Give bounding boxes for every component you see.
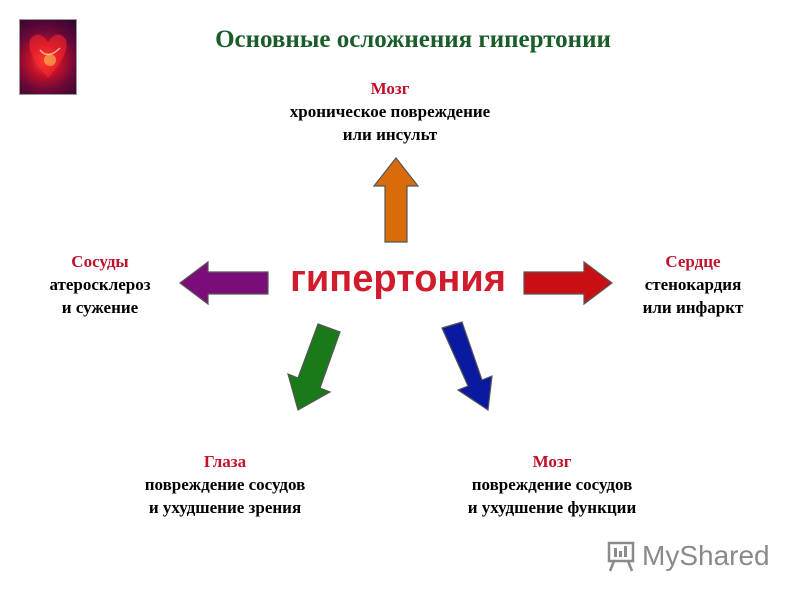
node-top-line2: или инсульт [342, 125, 438, 144]
arrow-right [522, 260, 614, 306]
presentation-board-icon [607, 541, 635, 572]
watermark-text: MyShared [642, 540, 770, 571]
node-bottom-left-line2: и ухудшение зрения [148, 498, 302, 517]
node-top-line1: хроническое повреждение [289, 102, 491, 121]
node-bottom-left: Глаза повреждение сосудов и ухудшение зр… [110, 450, 340, 519]
node-left-heading: Сосуды [71, 252, 129, 271]
node-bottom-right-heading: Мозг [532, 452, 572, 471]
node-top: Мозг хроническое повреждение или инсульт [250, 77, 530, 146]
heart-icon [19, 19, 77, 95]
node-left-line1: атеросклероз [49, 275, 151, 294]
node-right-line2: или инфаркт [642, 298, 744, 317]
node-right: Сердце стенокардия или инфаркт [618, 250, 768, 319]
node-right-heading: Сердце [665, 252, 721, 271]
page-title: Основные осложнения гипертонии [215, 26, 611, 53]
node-bottom-right-line1: повреждение сосудов [471, 475, 633, 494]
arrow-down-right [438, 320, 508, 412]
arrow-left [178, 260, 270, 306]
node-bottom-left-line1: повреждение сосудов [144, 475, 306, 494]
node-bottom-left-heading: Глаза [203, 452, 247, 471]
watermark: MyShared [606, 536, 776, 576]
arrow-down-left [280, 320, 350, 412]
center-label: гипертония [290, 258, 506, 300]
node-bottom-right-line2: и ухудшение функции [467, 498, 637, 517]
node-right-line1: стенокардия [644, 275, 742, 294]
node-left-line2: и сужение [61, 298, 139, 317]
arrow-up [372, 156, 420, 244]
node-top-heading: Мозг [370, 79, 410, 98]
node-bottom-right: Мозг повреждение сосудов и ухудшение фун… [432, 450, 672, 519]
node-left: Сосуды атеросклероз и сужение [30, 250, 170, 319]
